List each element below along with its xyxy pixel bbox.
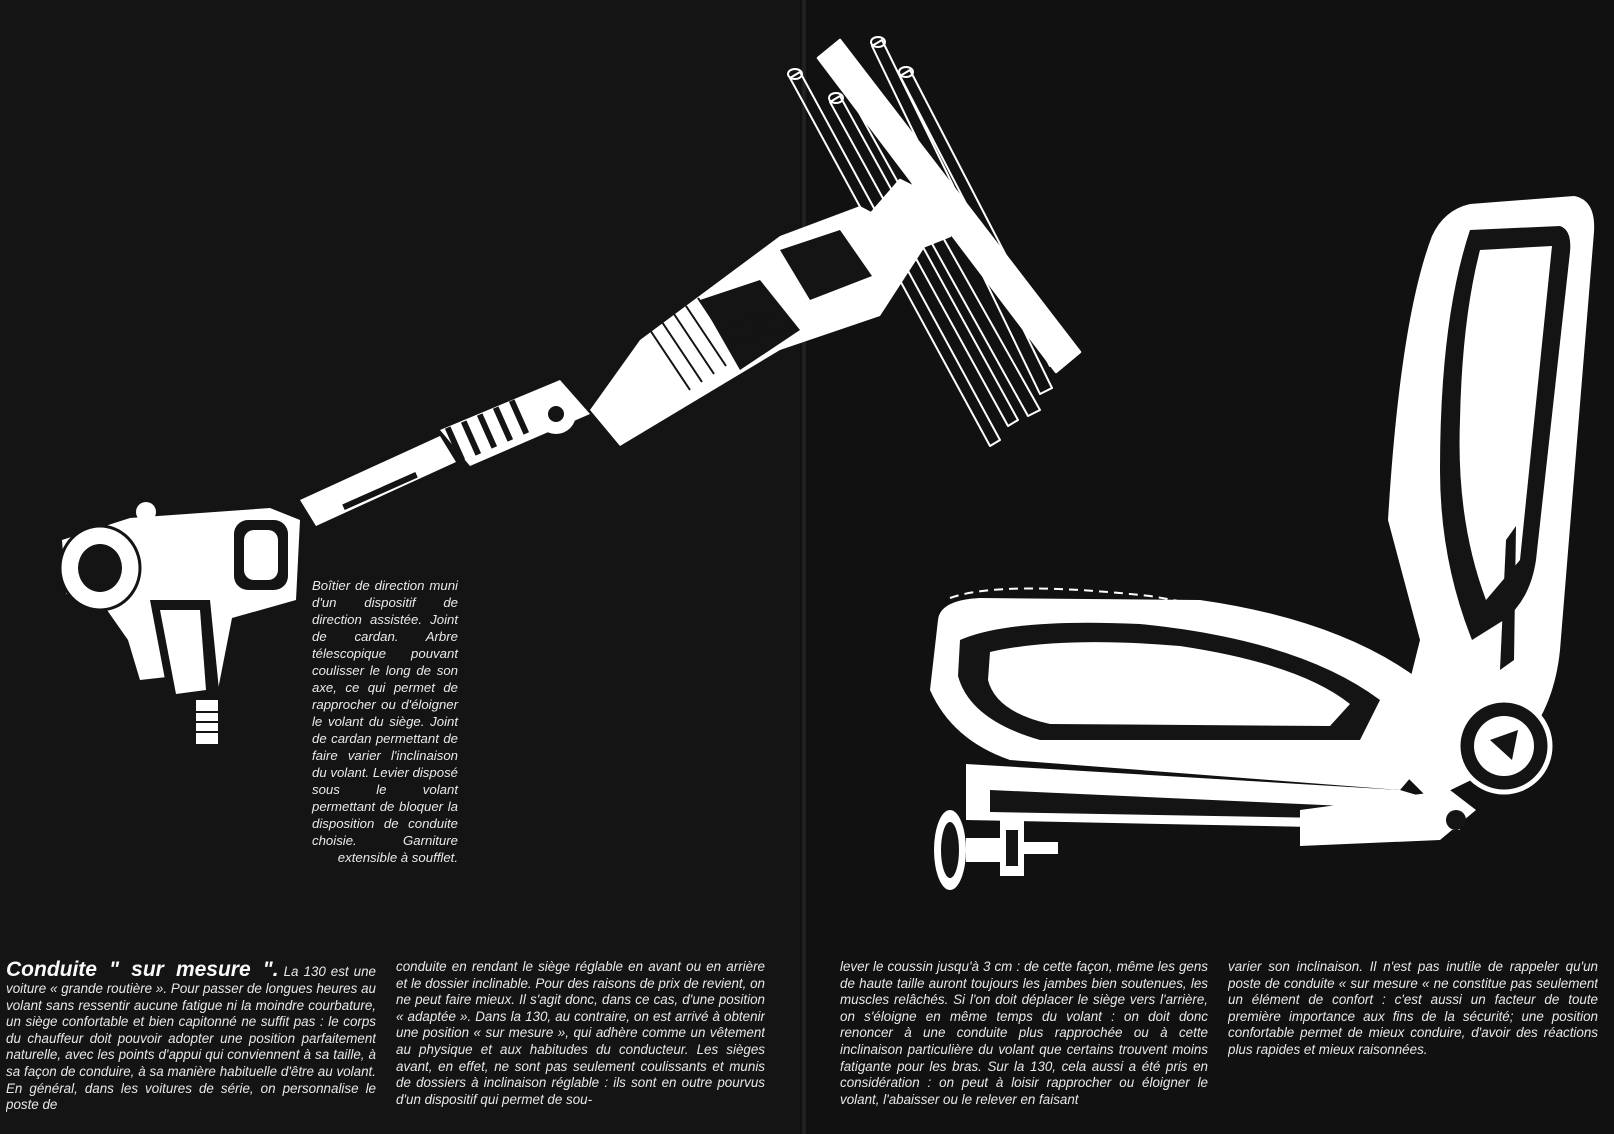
telescopic-shaft bbox=[300, 380, 590, 526]
article-column-2: conduite en rendant le siège réglable en… bbox=[396, 959, 765, 1107]
illustration-caption: Boîtier de direction muni d'un dispositi… bbox=[312, 578, 458, 865]
article-column-1: Conduite " sur mesure ". La 130 est une … bbox=[6, 959, 376, 1129]
column-housing bbox=[590, 206, 928, 446]
steering-box bbox=[58, 502, 300, 744]
article-title: Conduite " sur mesure ". bbox=[6, 959, 279, 981]
article-column-1-text: La 130 est une voiture « grande routière… bbox=[6, 964, 376, 1113]
article-column-4: varier son inclinaison. Il n'est pas inu… bbox=[1228, 959, 1598, 1057]
wheel-main-spoke bbox=[816, 38, 1082, 374]
article-column-3: lever le coussin jusqu'à 3 cm : de cette… bbox=[840, 959, 1208, 1107]
page-gutter bbox=[800, 0, 808, 1134]
height-adjust-knob bbox=[934, 810, 1058, 890]
